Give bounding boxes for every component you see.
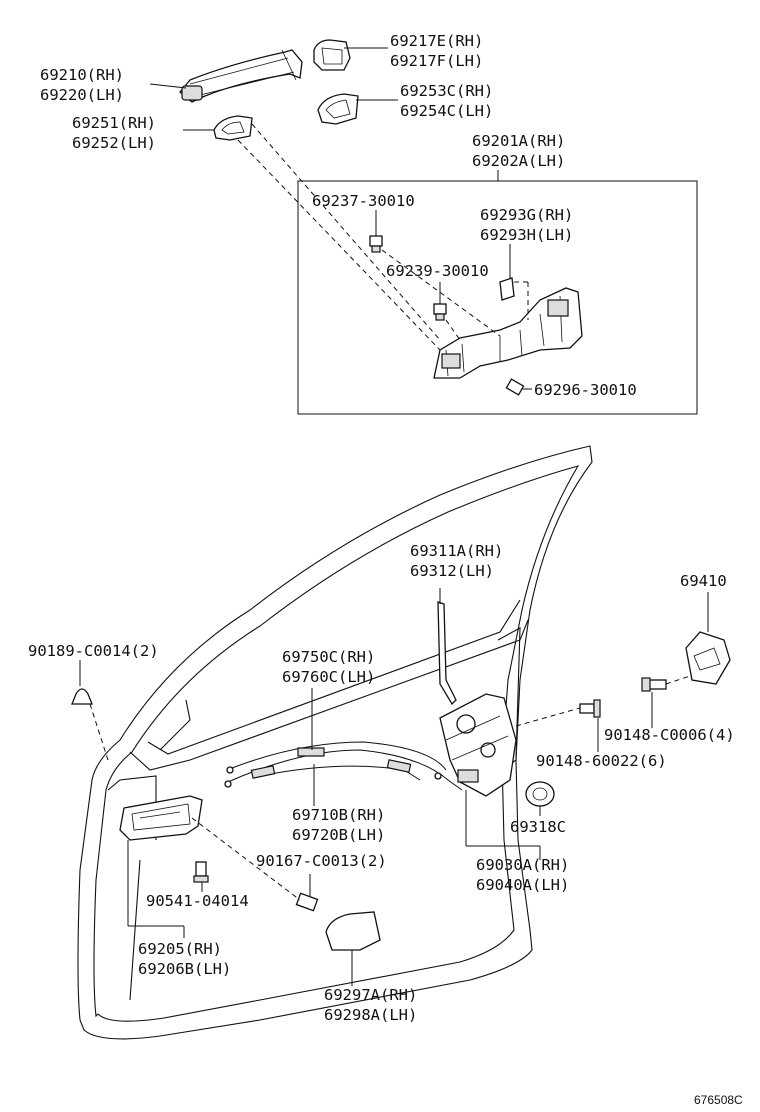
label-69030-lh: 69040A(LH) [476, 876, 569, 894]
label-69296: 69296-30010 [534, 381, 637, 399]
label-69210-rh: 69210(RH) [40, 66, 124, 84]
label-69297-rh: 69297A(RH) [324, 986, 417, 1004]
label-69710-rh: 69710B(RH) [292, 806, 385, 824]
door-frame-outline [77, 445, 593, 1040]
handle-frame-part [433, 287, 583, 379]
label-69237: 69237-30010 [312, 192, 415, 210]
label-90148-c0006: 90148-C0006(4) [604, 726, 735, 744]
label-69293-rh: 69293G(RH) [480, 206, 573, 224]
label-69205-rh: 69205(RH) [138, 940, 222, 958]
label-90148-60022: 90148-60022(6) [536, 752, 667, 770]
label-69217-rh: 69217E(RH) [390, 32, 483, 50]
bottom-leader-lines [79, 592, 709, 986]
bolt-69239-part [433, 303, 447, 321]
label-69750-rh: 69750C(RH) [282, 648, 375, 666]
clip-69293-part [499, 277, 515, 301]
label-69251-lh: 69252(LH) [72, 134, 156, 152]
clip-90189-part [71, 688, 93, 705]
door-pad-part [325, 911, 381, 951]
handle-pad-front-part [317, 93, 359, 125]
lock-rod-part [437, 588, 457, 706]
label-69311-rh: 69311A(RH) [410, 542, 503, 560]
drawing-reference-number: 676508C [694, 1093, 743, 1107]
label-69253-lh: 69254C(LH) [400, 102, 493, 120]
label-69030-rh: 69030A(RH) [476, 856, 569, 874]
label-90541: 90541-04014 [146, 892, 249, 910]
lock-cables-part [224, 741, 463, 791]
label-69217-lh: 69217F(LH) [390, 52, 483, 70]
label-69750-lh: 69760C(LH) [282, 668, 375, 686]
label-69410: 69410 [680, 572, 727, 590]
label-69205-lh: 69206B(LH) [138, 960, 231, 978]
label-69239: 69239-30010 [386, 262, 489, 280]
clip-90541-part [193, 861, 209, 883]
label-69318: 69318C [510, 818, 566, 836]
label-69710-lh: 69720B(LH) [292, 826, 385, 844]
door-lock-part [439, 693, 517, 797]
label-69253-rh: 69253C(RH) [400, 82, 493, 100]
part-labels: 69217E(RH) 69217F(LH) 69210(RH) 69220(LH… [28, 32, 743, 1107]
label-69297-lh: 69298A(LH) [324, 1006, 417, 1024]
lock-screw-part [579, 699, 601, 718]
top-leader-lines [149, 47, 532, 390]
handle-pad-rear-part [213, 115, 253, 141]
inside-handle-part [119, 795, 203, 841]
handle-cap-part [313, 39, 351, 71]
screw-69296-part [505, 378, 525, 396]
bolt-69237-part [369, 235, 383, 253]
label-69311-lh: 69312(LH) [410, 562, 494, 580]
striker-screw-part [641, 677, 667, 692]
label-69201-rh: 69201A(RH) [472, 132, 565, 150]
grommet-part [525, 781, 555, 807]
label-69293-lh: 69293H(LH) [480, 226, 573, 244]
label-90189: 90189-C0014(2) [28, 642, 159, 660]
outside-handle-part [179, 49, 303, 103]
label-69210-lh: 69220(LH) [40, 86, 124, 104]
screw-90167-part [295, 892, 319, 912]
label-69201-lh: 69202A(LH) [472, 152, 565, 170]
label-69251-rh: 69251(RH) [72, 114, 156, 132]
striker-part [685, 631, 731, 685]
label-90167: 90167-C0013(2) [256, 852, 387, 870]
